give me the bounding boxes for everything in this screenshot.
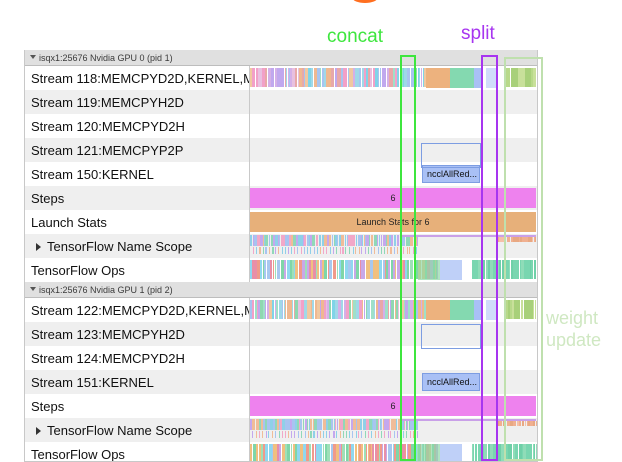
expand-triangle-icon[interactable] [36, 243, 41, 251]
timeline-row[interactable]: Stream 123:MEMCPYH2D [25, 322, 537, 346]
row-label-text: TensorFlow Name Scope [47, 422, 193, 438]
collapse-caret-icon[interactable] [30, 55, 36, 59]
timeline-row-label: Stream 121:MEMCPYP2P [25, 138, 249, 162]
timeline-row[interactable]: Stream 122:MEMCPYD2D,KERNEL,MI [25, 298, 537, 322]
timeline-track[interactable]: ncclAllRed... [249, 370, 537, 394]
timeline-row[interactable]: Steps 6 [25, 394, 537, 418]
annotation-label-concat: concat [327, 26, 383, 47]
row-label-text: TensorFlow Name Scope [47, 238, 193, 254]
timeline-track[interactable] [249, 66, 537, 90]
group-header-label: isqx1:25676 Nvidia GPU 1 (pid 2) [39, 284, 173, 295]
timeline-row-label: Stream 118:MEMCPYD2D,KERNEL,ME [25, 66, 249, 90]
timeline-row[interactable]: Stream 150:KERNEL ncclAllRed... [25, 162, 537, 186]
annotation-weight-line1: weight [546, 308, 599, 328]
timeline-row[interactable]: Stream 118:MEMCPYD2D,KERNEL,ME [25, 66, 537, 90]
timeline-row-label: TensorFlow Ops [25, 442, 249, 462]
row-label-text: TensorFlow Ops [31, 262, 125, 278]
timeline-track[interactable] [249, 442, 537, 461]
timeline-row-label: Launch Stats [25, 210, 249, 234]
collapse-caret-icon[interactable] [30, 287, 36, 291]
timeline-track[interactable] [249, 322, 537, 346]
row-label-text: Stream 151:KERNEL [31, 374, 154, 390]
group-header-0[interactable]: isqx1:25676 Nvidia GPU 0 (pid 1) [25, 50, 537, 66]
row-label-text: TensorFlow Ops [31, 446, 125, 462]
timeline-track[interactable] [249, 418, 537, 442]
timeline-row[interactable]: Steps 6 [25, 186, 537, 210]
timeline-track[interactable] [249, 234, 537, 258]
trace-viewer-panel[interactable]: isqx1:25676 Nvidia GPU 0 (pid 1) Stream 1… [24, 50, 538, 462]
timeline-row[interactable]: TensorFlow Ops [25, 442, 537, 462]
timeline-track[interactable]: ncclAllRed... [249, 162, 537, 186]
timeline-row[interactable]: Launch Stats Launch Stats for 6 [25, 210, 537, 234]
timeline-row-label: Steps [25, 394, 249, 418]
timeline-track[interactable]: Launch Stats for 6 [249, 210, 537, 234]
row-label-text: Stream 120:MEMCPYD2H [31, 118, 185, 134]
timeline-row-label: Steps [25, 186, 249, 210]
timeline-row-label: TensorFlow Ops [25, 258, 249, 282]
row-label-text: Stream 121:MEMCPYP2P [31, 142, 184, 158]
row-label-text: Stream 150:KERNEL [31, 166, 154, 182]
row-label-text: Stream 119:MEMCPYH2D [31, 94, 184, 110]
row-label-text: Launch Stats [31, 214, 107, 230]
timeline-row[interactable]: Stream 121:MEMCPYP2P [25, 138, 537, 162]
timeline-row[interactable]: TensorFlow Name Scope [25, 418, 537, 442]
row-label-text: Stream 118:MEMCPYD2D,KERNEL,ME [31, 70, 249, 86]
annotation-label-split: split [461, 23, 495, 44]
timeline-track[interactable] [249, 258, 537, 282]
timeline-row[interactable]: Stream 151:KERNEL ncclAllRed... [25, 370, 537, 394]
timeline-row-label: Stream 124:MEMCPYD2H [25, 346, 249, 370]
timeline-track[interactable]: 6 [249, 394, 537, 418]
timeline-row-label: Stream 122:MEMCPYD2D,KERNEL,MI [25, 298, 249, 322]
row-label-text: Steps [31, 398, 65, 414]
timeline-track[interactable] [249, 114, 537, 138]
timeline-row[interactable]: Stream 124:MEMCPYD2H [25, 346, 537, 370]
row-label-text: Stream 123:MEMCPYH2D [31, 326, 185, 342]
annotation-label-weight-update: weight update [546, 307, 601, 351]
timeline-track[interactable]: 6 [249, 186, 537, 210]
timeline-row-label: Stream 123:MEMCPYH2D [25, 322, 249, 346]
annotation-weight-line2: update [546, 330, 602, 350]
timeline-row[interactable]: TensorFlow Ops [25, 258, 537, 282]
group-header-label: isqx1:25676 Nvidia GPU 0 (pid 1) [39, 52, 173, 63]
row-label-text: Steps [31, 190, 65, 206]
timeline-row-label: Stream 119:MEMCPYH2D [25, 90, 249, 114]
row-label-text: Stream 122:MEMCPYD2D,KERNEL,MI [31, 302, 249, 318]
group-header-1[interactable]: isqx1:25676 Nvidia GPU 1 (pid 2) [25, 282, 537, 298]
row-label-text: Stream 124:MEMCPYD2H [31, 350, 185, 366]
expand-triangle-icon[interactable] [36, 427, 41, 435]
timeline-track[interactable] [249, 138, 537, 162]
timeline-row-label[interactable]: TensorFlow Name Scope [25, 418, 249, 442]
timeline-row-label[interactable]: TensorFlow Name Scope [25, 234, 249, 258]
timeline-row[interactable]: Stream 120:MEMCPYD2H [25, 114, 537, 138]
timeline-row-label: Stream 150:KERNEL [25, 162, 249, 186]
timeline-track[interactable] [249, 90, 537, 114]
timeline-row[interactable]: Stream 119:MEMCPYH2D [25, 90, 537, 114]
timeline-track[interactable] [249, 298, 537, 322]
timeline-row-label: Stream 120:MEMCPYD2H [25, 114, 249, 138]
timeline-track[interactable] [249, 346, 537, 370]
orange-marker-icon [353, 0, 377, 3]
timeline-row[interactable]: TensorFlow Name Scope [25, 234, 537, 258]
timeline-row-label: Stream 151:KERNEL [25, 370, 249, 394]
